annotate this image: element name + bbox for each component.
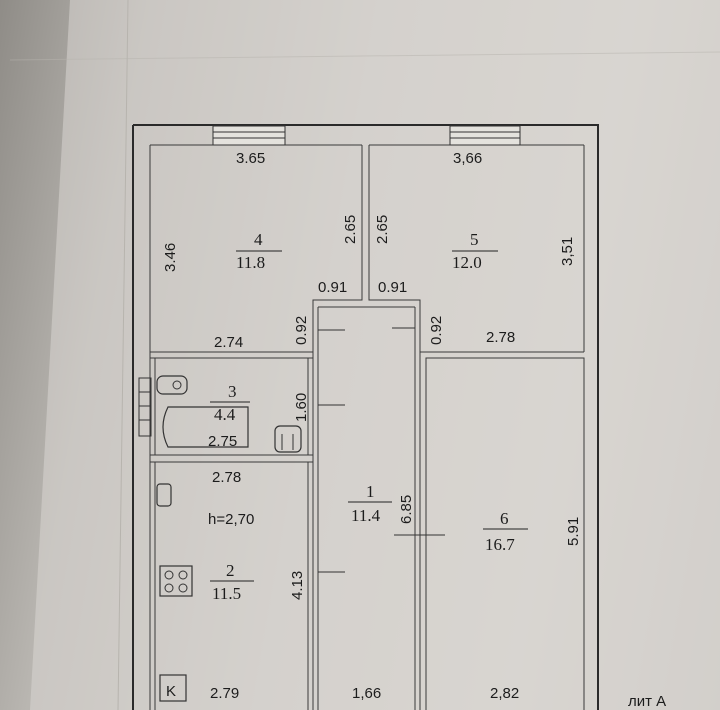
stove-fixture <box>159 565 193 597</box>
room-3-area: 4.4 <box>214 405 236 424</box>
dim-r3-height: 1.60 <box>293 393 310 422</box>
room-2 <box>154 462 309 710</box>
room-5-area: 12.0 <box>452 253 482 272</box>
room-2-number: 2 <box>226 561 235 580</box>
window-right <box>449 125 521 146</box>
ceiling-height: h=2,70 <box>208 511 254 528</box>
dim-r4-left: 3.46 <box>162 243 179 272</box>
room-5-number: 5 <box>470 230 479 249</box>
room-2-area: 11.5 <box>212 584 241 603</box>
bathtub-fixture <box>138 377 249 448</box>
room-5 <box>368 145 584 353</box>
kitchen-sink-fixture <box>156 483 172 507</box>
dim-door-right: 0.91 <box>378 279 407 296</box>
sheet-label: лит А <box>628 693 666 710</box>
room-6-number: 6 <box>500 509 509 528</box>
sheet-edge-line <box>117 0 129 710</box>
dim-r6-length: 5.91 <box>565 517 582 546</box>
window-left <box>212 125 286 146</box>
room-1 <box>312 306 421 710</box>
dim-r5-bottom: 2.78 <box>486 329 515 346</box>
room-3 <box>150 357 313 463</box>
dim-r4-top: 3.65 <box>236 150 265 167</box>
room-4 <box>150 145 363 353</box>
room-6 <box>425 357 585 710</box>
outer-walls <box>132 124 599 710</box>
room-4-number: 4 <box>254 230 263 249</box>
kitchen-mark-box: K <box>159 674 187 702</box>
dim-r5-top: 3,66 <box>453 150 482 167</box>
dim-r2-bottom: 2.79 <box>210 685 239 702</box>
dim-r4-bottom: 2.74 <box>214 334 243 351</box>
dim-r6-bottom: 2,82 <box>490 685 519 702</box>
dim-corr-left: 0.92 <box>293 316 310 345</box>
door-ticks <box>318 327 445 573</box>
dim-corr-right: 0.92 <box>428 316 445 345</box>
sink-fixture <box>156 375 188 395</box>
room-1-number: 1 <box>366 482 375 501</box>
dim-r2-top: 2.78 <box>212 469 241 486</box>
sheet-edge-line <box>9 51 720 61</box>
dim-r4-right: 2.65 <box>342 215 359 244</box>
dim-r5-right: 3,51 <box>559 237 576 266</box>
paper-sheet <box>30 0 720 710</box>
room-1-area: 11.4 <box>351 506 381 525</box>
room-6-area: 16.7 <box>485 535 515 554</box>
room-4-area: 11.8 <box>236 253 265 272</box>
toilet-fixture <box>274 425 302 453</box>
dim-r3-width: 2.75 <box>208 433 237 450</box>
dim-r2-side: 4.13 <box>289 571 306 600</box>
dim-r5-left: 2.65 <box>374 215 391 244</box>
kitchen-mark: K <box>166 683 176 700</box>
dim-r1-bottom: 1,66 <box>352 685 381 702</box>
room-3-number: 3 <box>228 382 237 401</box>
dim-door-left: 0.91 <box>318 279 347 296</box>
dim-r1-length: 6.85 <box>398 495 415 524</box>
